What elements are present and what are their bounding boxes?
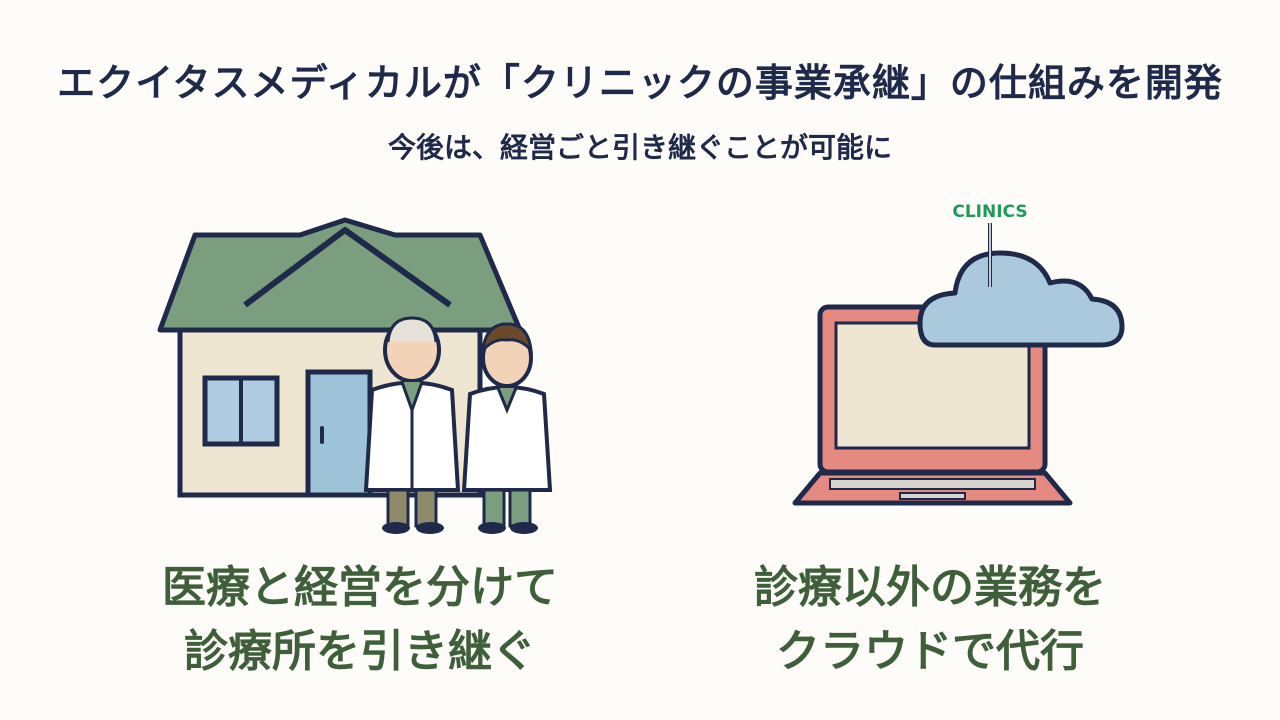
page-title: エクイタスメディカルが「クリニックの事業承継」の仕組みを開発 bbox=[57, 61, 1223, 105]
cloud-icon bbox=[917, 250, 1125, 348]
page-subtitle: 今後は、経営ごと引き継ぐことが可能に bbox=[387, 131, 892, 164]
left-caption: 医療と経営を分けて 診療所を引き継ぐ bbox=[100, 556, 620, 684]
clinic-house-illustration bbox=[157, 217, 553, 534]
right-caption-line1: 診療以外の業務を bbox=[754, 562, 1106, 613]
left-caption-line2: 診療所を引き継ぐ bbox=[184, 626, 536, 677]
young-doctor-figure bbox=[461, 322, 553, 534]
cloud-label: CLINICS bbox=[952, 202, 1027, 222]
roof-ridge bbox=[243, 227, 452, 308]
left-caption-line1: 医療と経営を分けて bbox=[162, 562, 558, 613]
right-caption-line2: クラウドで代行 bbox=[776, 626, 1084, 677]
senior-doctor-figure bbox=[363, 316, 461, 534]
house-door bbox=[305, 369, 373, 498]
right-caption: 診療以外の業務を クラウドで代行 bbox=[670, 556, 1190, 684]
cloud-laptop-illustration: CLINICS bbox=[792, 202, 1125, 506]
